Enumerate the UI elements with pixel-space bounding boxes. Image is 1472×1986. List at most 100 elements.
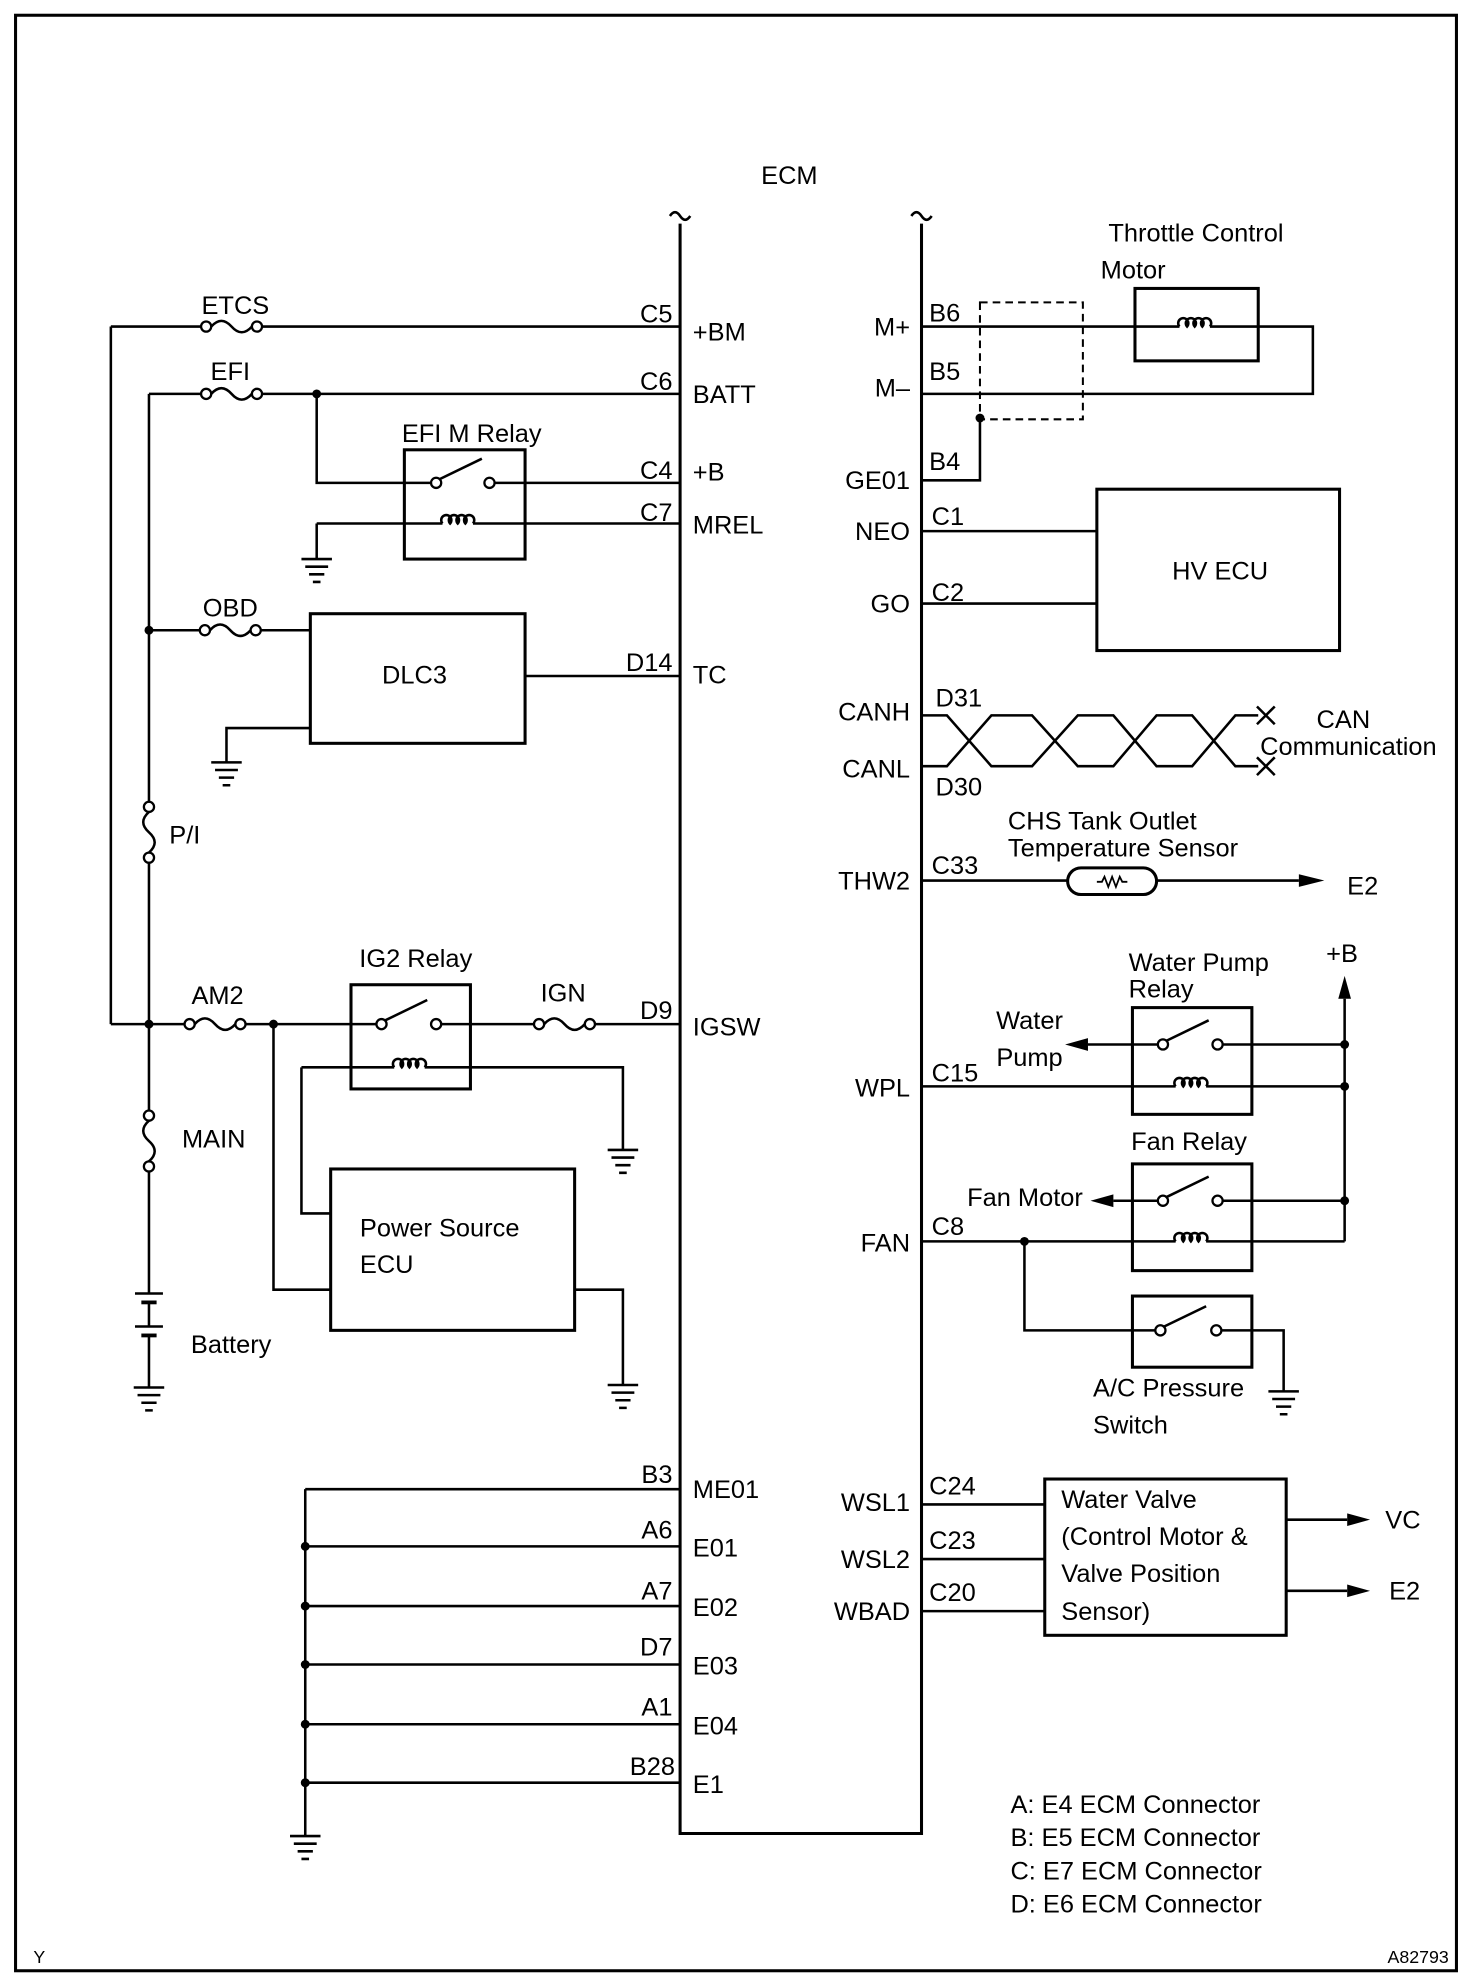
water-pump-label-line1: Water [996, 1007, 1063, 1035]
ecm-box: ECM [668, 162, 933, 1836]
ac-pressure-switch-box [1130, 1294, 1254, 1369]
chs-sensor-label-line2: Temperature Sensor [1008, 834, 1239, 862]
water-pump-relay-label-line2: Relay [1129, 975, 1194, 1003]
water-valve-box [1043, 1477, 1288, 1637]
throttle-motor-label-line2: Motor [1101, 256, 1166, 284]
vc-output-label: VC [1385, 1507, 1420, 1535]
main-fuse [141, 1109, 156, 1173]
ground-symbol [290, 1834, 321, 1861]
etcs-fuse [199, 319, 264, 334]
junction-dot [300, 1719, 310, 1729]
switch-contact [1211, 1038, 1224, 1051]
terminal-name: E02 [693, 1594, 738, 1622]
pin-label: B28 [630, 1753, 675, 1781]
pi-fuse [141, 800, 156, 864]
canh-wire [921, 714, 1259, 768]
water-valve-wires [921, 1503, 1045, 1613]
connector-legend: A: E4 ECM Connector B: E5 ECM Connector … [1010, 1791, 1262, 1918]
terminal-name: THW2 [838, 867, 910, 895]
pin-label: A1 [641, 1693, 672, 1721]
switch-contact [1210, 1324, 1223, 1337]
ac-switch-wire [1023, 1241, 1285, 1392]
pin-label: C6 [640, 368, 672, 396]
junction-dot [300, 1541, 310, 1551]
igsw-circuit: AM2 IG2 Relay IGN [110, 945, 681, 1175]
efi-m-relay-switch-wire [315, 393, 681, 485]
dlc3-label: DLC3 [382, 662, 447, 690]
terminal-name: WSL2 [841, 1546, 910, 1574]
main-fuse-label: MAIN [182, 1125, 246, 1153]
ecm-break-mark-right [910, 210, 933, 222]
fan-relay-label: Fan Relay [1131, 1128, 1247, 1156]
throttle-motor-box [1133, 286, 1260, 363]
legend-item: C: E7 ECM Connector [1010, 1857, 1262, 1885]
pin-label: D14 [626, 649, 673, 677]
switch-contact [483, 476, 496, 490]
legend-item: D: E6 ECM Connector [1010, 1890, 1262, 1918]
etcs-fuse-label: ETCS [201, 292, 269, 320]
pin-label: D7 [640, 1634, 672, 1662]
switch-contact [429, 1017, 443, 1031]
pin-label: B3 [641, 1461, 672, 1489]
open-end-mark [1256, 756, 1276, 776]
obd-fuse [198, 623, 262, 638]
pin-label: B6 [929, 299, 960, 327]
ground-symbol [1268, 1390, 1299, 1416]
main-supply-line: P/I MAIN [141, 393, 246, 1294]
terminal-name: FAN [861, 1230, 910, 1258]
ig2-relay-label: IG2 Relay [359, 945, 472, 973]
ground-symbol [607, 1148, 639, 1175]
ecm-outline [678, 223, 924, 1836]
pin-label: C15 [932, 1059, 979, 1087]
switch-contact [375, 1017, 388, 1031]
relay-coil [439, 513, 476, 526]
figure-code: A82793 [1388, 1947, 1449, 1967]
etcs-circuit: ETCS [109, 292, 681, 1025]
terminal-name: E1 [693, 1771, 724, 1799]
terminal-name: M+ [874, 313, 910, 341]
water-valve-label-line2: (Control Motor & [1061, 1523, 1247, 1551]
hv-ecu-wires [921, 529, 1097, 605]
dlc3-ground-wire [225, 726, 311, 763]
pin-label: C1 [932, 503, 964, 531]
arrow-icon [1347, 1584, 1371, 1598]
junction-dot [300, 1601, 310, 1611]
ecm-break-mark-left [668, 210, 692, 222]
plus-b-label: +B [1326, 940, 1358, 968]
terminal-name: MREL [693, 512, 764, 540]
fan-relay: Fan Relay Fan Motor [921, 1128, 1345, 1273]
shield-dashed [978, 301, 1084, 421]
terminal-name: GE01 [845, 467, 910, 495]
water-pump-relay: Water Pump Relay Water Pump [921, 949, 1345, 1116]
terminal-name: E04 [693, 1712, 738, 1740]
ign-fuse-label: IGN [541, 979, 586, 1007]
water-pump-relay-box [1130, 1006, 1254, 1116]
efi-fuse-label: EFI [211, 358, 251, 386]
pin-label: A6 [641, 1517, 672, 1545]
legend-item: B: E5 ECM Connector [1010, 1824, 1260, 1852]
throttle-control-motor: Throttle Control Motor [921, 219, 1315, 482]
power-source-ecu-label-line2: ECU [360, 1251, 414, 1279]
chs-sensor-label-line1: CHS Tank Outlet [1008, 808, 1197, 836]
switch-contact [1154, 1324, 1167, 1337]
switch-lever [1166, 1175, 1210, 1199]
motor-coil [1176, 316, 1213, 329]
terminal-name: IGSW [693, 1014, 761, 1042]
efi-m-relay-label: EFI M Relay [402, 420, 542, 448]
ign-fuse [532, 1017, 597, 1032]
terminal-name: E03 [693, 1653, 738, 1681]
pin-label: C23 [929, 1527, 976, 1555]
terminal-name: CANL [842, 756, 910, 784]
fan-relay-box [1130, 1162, 1254, 1273]
water-pump-label-line2: Pump [996, 1044, 1062, 1072]
dlc3-circuit: OBD DLC3 [144, 594, 681, 787]
pin-label: C8 [932, 1213, 964, 1241]
power-source-ecu-box [329, 1167, 577, 1332]
terminal-name: +B [693, 458, 725, 486]
hv-ecu-label: HV ECU [1172, 557, 1268, 585]
relay-coil [391, 1057, 428, 1070]
terminal-name: E01 [693, 1535, 738, 1563]
arrow-left-icon [1090, 1194, 1114, 1208]
switch-contact [1156, 1038, 1170, 1051]
pin-label: C20 [929, 1579, 976, 1607]
